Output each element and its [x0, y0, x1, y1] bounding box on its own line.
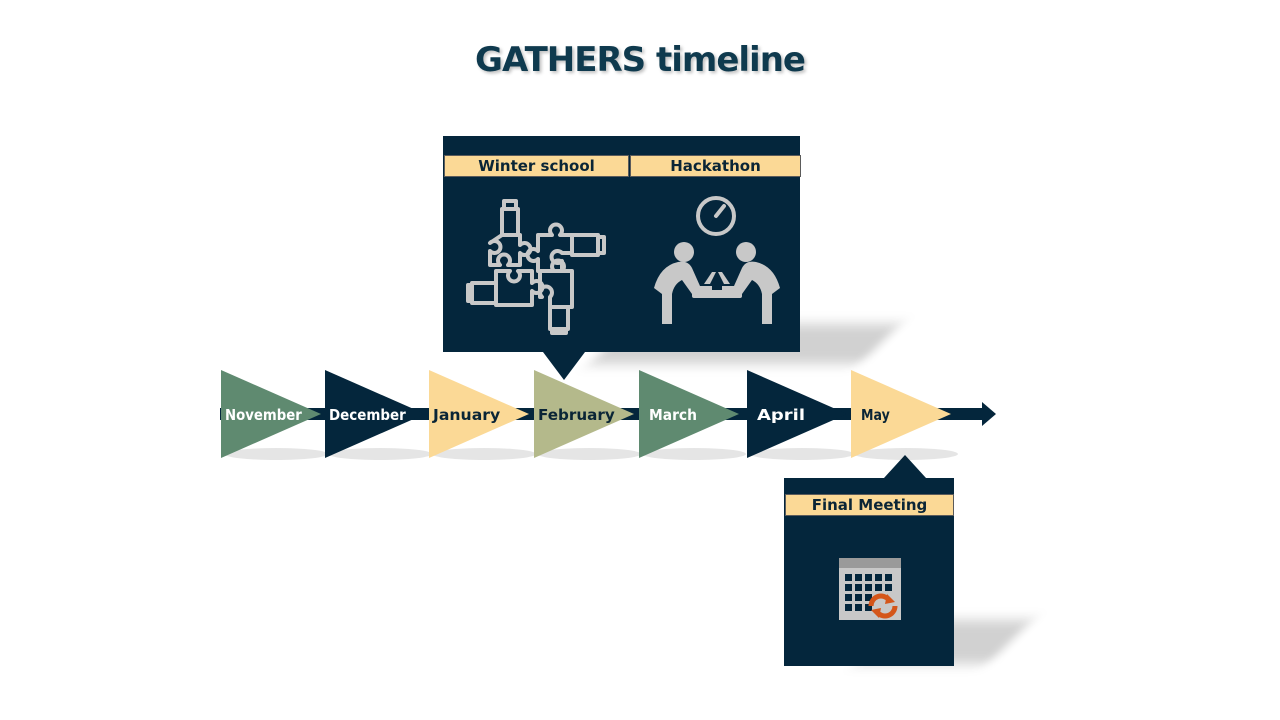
month-label-november: November	[225, 406, 302, 424]
month-arrow-december	[325, 370, 425, 458]
month-arrow-march	[639, 370, 739, 458]
calendar-sync-icon	[839, 558, 901, 620]
winter-school-label: Winter school	[444, 155, 629, 177]
month-label-may: May	[861, 406, 890, 424]
month-label-march: March	[649, 406, 697, 424]
month-arrow-shadow	[432, 448, 536, 460]
month-label-december: December	[329, 406, 406, 424]
month-arrow-february	[534, 370, 634, 458]
month-label-february: February	[538, 406, 615, 424]
hackathon-label: Hackathon	[630, 155, 801, 177]
puzzle-hands-icon	[466, 199, 606, 335]
month-label-april: April	[757, 406, 805, 424]
timeline-arrowhead	[982, 402, 996, 426]
month-arrow-shadow	[328, 448, 432, 460]
month-arrow-shadow	[642, 448, 746, 460]
month-arrow-shadow	[854, 448, 958, 460]
month-arrow-november	[221, 370, 321, 458]
month-arrow-shadow	[224, 448, 328, 460]
final-meeting-label: Final Meeting	[785, 494, 954, 516]
month-arrow-april	[747, 370, 847, 458]
month-arrow-shadow	[537, 448, 641, 460]
month-label-january: January	[432, 406, 500, 424]
month-arrow-may	[851, 370, 951, 458]
month-arrow-january	[429, 370, 529, 458]
month-arrow-shadow	[750, 448, 854, 460]
meeting-clock-icon	[654, 196, 780, 324]
page-title: GATHERS timeline	[475, 40, 806, 80]
